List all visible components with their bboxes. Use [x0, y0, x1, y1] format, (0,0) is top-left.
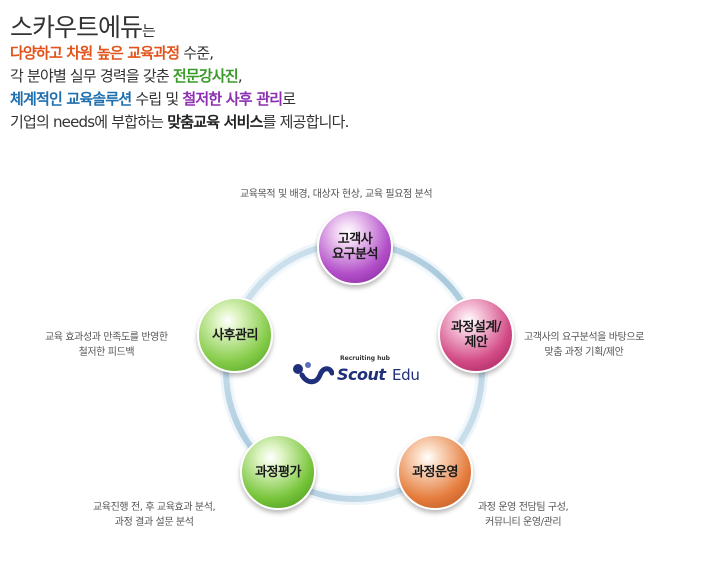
intro-line-1: 다양하고 차원 높은 교육과정 수준, [10, 42, 700, 65]
highlight-instructors: 전문강사진 [172, 67, 239, 85]
intro-line-1-tail: 수준, [179, 44, 214, 62]
desc-course-operation: 과정 운영 전담팀 구성, 커뮤니티 운영/관리 [478, 500, 569, 530]
logo-brand-light: Edu [392, 366, 420, 384]
node-follow-up: 사후관리 [197, 297, 273, 373]
intro-line-2-tail: , [237, 67, 243, 85]
scoutedu-logo: Recruiting hub Scout Edu [290, 355, 430, 391]
node-needs-analysis-label-2: 요구분석 [332, 247, 378, 262]
node-course-evaluation: 과정평가 [240, 434, 316, 510]
desc-needs-analysis: 교육목적 및 배경, 대상자 현상, 교육 필요점 분석 [240, 187, 433, 202]
highlight-solution: 체계적인 교육솔루션 [10, 90, 132, 108]
intro-line-3: 체계적인 교육솔루션 수립 및 철저한 사후 관리로 [10, 88, 700, 111]
highlight-curriculum: 다양하고 차원 높은 교육과정 [10, 44, 180, 62]
node-course-design-label-2: 제안 [464, 335, 488, 350]
desc-course-design: 고객사의 요구분석을 바탕으로 맞춤 과정 기획/제안 [524, 330, 644, 360]
highlight-followup: 철저한 사후 관리 [182, 90, 283, 108]
logo-mark-icon [293, 362, 334, 385]
desc-course-evaluation-line-2: 과정 결과 설문 분석 [114, 517, 194, 528]
highlight-service: 맞춤교육 서비스 [167, 113, 263, 131]
desc-course-operation-line-1: 과정 운영 전담팀 구성, [478, 502, 569, 513]
desc-course-evaluation-line-1: 교육진행 전, 후 교육효과 분석, [93, 502, 216, 513]
logo-brand-bold: Scout [337, 365, 386, 384]
node-course-design: 과정설계/제안 [438, 297, 514, 373]
node-course-operation-label: 과정운영 [412, 464, 458, 480]
intro-line-2: 각 분야별 실무 경력을 갖춘 전문강사진, [10, 65, 700, 88]
desc-needs-analysis-line-1: 교육목적 및 배경, 대상자 현상, 교육 필요점 분석 [240, 189, 433, 200]
desc-course-design-line-1: 고객사의 요구분석을 바탕으로 [524, 332, 644, 343]
intro-text: 스카우트에듀는 다양하고 차원 높은 교육과정 수준, 각 분야별 실무 경력을… [10, 8, 700, 134]
node-follow-up-label: 사후관리 [212, 327, 258, 343]
node-course-operation: 과정운영 [397, 434, 473, 510]
node-course-evaluation-label: 과정평가 [255, 464, 301, 480]
intro-line-3-tail: 로 [282, 90, 296, 108]
intro-line-4-tail: 를 제공합니다. [262, 113, 350, 131]
logo-tagline: Recruiting hub [340, 355, 390, 362]
intro-line-4: 기업의 needs에 부합하는 맞춤교육 서비스를 제공합니다. [10, 111, 700, 134]
brand-title: 스카우트에듀 [10, 13, 143, 42]
desc-course-operation-line-2: 커뮤니티 운영/관리 [485, 517, 562, 528]
node-needs-analysis-label-1: 고객사 [337, 232, 373, 247]
desc-follow-up-line-2: 철저한 피드백 [78, 347, 135, 358]
desc-follow-up-line-1: 교육 효과성과 만족도를 반영한 [45, 332, 168, 343]
brand-title-suffix: 는 [142, 22, 156, 40]
node-course-design-label-1: 과정설계/ [450, 320, 502, 335]
desc-follow-up: 교육 효과성과 만족도를 반영한 철저한 피드백 [45, 330, 168, 360]
intro-line-4-head: 기업의 needs에 부합하는 [10, 113, 168, 131]
desc-course-design-line-2: 맞춤 과정 기획/제안 [544, 347, 624, 358]
intro-line-2-head: 각 분야별 실무 경력을 갖춘 [10, 67, 173, 85]
headline: 스카우트에듀는 [10, 8, 700, 42]
intro-line-3-mid: 수립 및 [131, 90, 183, 108]
desc-course-evaluation: 교육진행 전, 후 교육효과 분석, 과정 결과 설문 분석 [93, 500, 216, 530]
